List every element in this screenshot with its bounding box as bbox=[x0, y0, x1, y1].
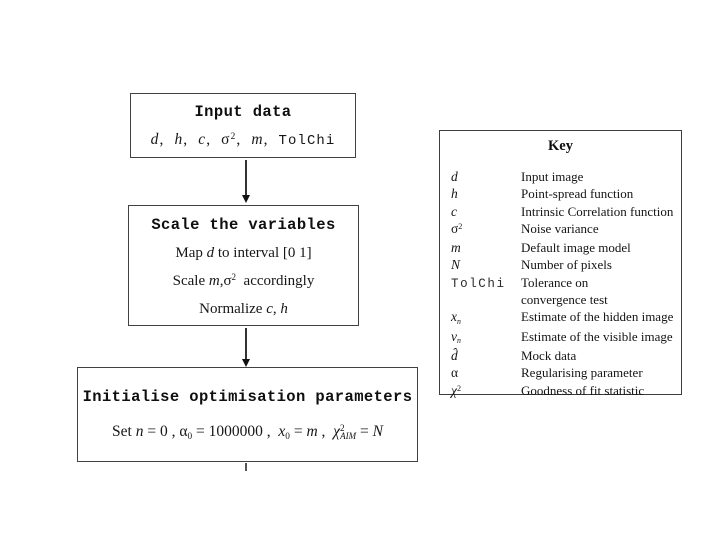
key-symbol: σ2 bbox=[451, 220, 463, 236]
key-description: Noise variance bbox=[521, 220, 599, 236]
key-entries: d Input image h Point-spread function c … bbox=[440, 168, 681, 401]
key-entry: xn Estimate of the hidden image bbox=[451, 308, 681, 327]
key-symbol: N bbox=[451, 257, 461, 273]
key-description: Intrinsic Correlation function bbox=[521, 203, 674, 219]
key-description: Estimate of the visible image bbox=[521, 328, 673, 344]
key-entry: d̂ Mock data bbox=[451, 347, 681, 364]
key-symbol: χ2 bbox=[451, 382, 461, 398]
key-symbol: TolChi bbox=[451, 276, 506, 291]
key-entry: χ2 Goodness of fit statistic bbox=[451, 382, 681, 401]
flow-arrow-down-2 bbox=[245, 328, 247, 359]
key-title: Key bbox=[548, 138, 573, 154]
flow-box-line: d, h, c, σ2, m, TolChi bbox=[150, 131, 336, 150]
flow-box-input-data: Input data d, h, c, σ2, m, TolChi bbox=[130, 93, 356, 158]
key-symbol: c bbox=[451, 203, 457, 219]
flow-box-title: Scale the variables bbox=[151, 216, 336, 234]
key-entry: c Intrinsic Correlation function bbox=[451, 203, 681, 220]
key-symbol: d bbox=[451, 169, 458, 184]
key-symbol: d̂ bbox=[451, 347, 458, 363]
flow-box-scale-variables: Scale the variables Map d to interval [0… bbox=[128, 205, 359, 326]
key-entry: N Number of pixels bbox=[451, 256, 681, 273]
key-description: Default image model bbox=[521, 240, 631, 256]
key-entry: m Default image model bbox=[451, 239, 681, 256]
key-panel: Key d Input image h Point-spread functio… bbox=[439, 130, 682, 398]
key-symbol: m bbox=[451, 240, 461, 256]
key-entry: d Input image bbox=[451, 168, 681, 185]
flow-box-line: Map d to interval [0 1] bbox=[175, 245, 312, 262]
flow-box-initialise-parameters: Initialise optimisation parameters Set n… bbox=[77, 367, 418, 462]
key-symbol: h bbox=[451, 186, 458, 202]
key-entry: α Regularising parameter bbox=[451, 364, 681, 381]
flow-box-title: Input data bbox=[194, 103, 292, 121]
flow-box-line: Set n = 0 , α0 = 1000000 , x0 = m , χ2AI… bbox=[112, 423, 383, 442]
flow-connector-stub bbox=[245, 463, 247, 471]
flow-box-title: Initialise optimisation parameters bbox=[82, 388, 413, 406]
key-description: Point-spread function bbox=[521, 186, 634, 202]
key-symbol: α bbox=[451, 365, 459, 381]
key-symbol: xn bbox=[451, 309, 461, 326]
key-description: Estimate of the hidden image bbox=[521, 309, 674, 325]
key-entry: vn Estimate of the visible image bbox=[451, 328, 681, 347]
key-entry: σ2 Noise variance bbox=[451, 220, 681, 239]
flow-box-line: Normalize c, h bbox=[199, 301, 288, 318]
key-description: Input image bbox=[521, 169, 584, 184]
flow-box-line: Scale m,σ2 accordingly bbox=[172, 272, 315, 289]
flow-arrow-down-1 bbox=[245, 160, 247, 195]
key-description: Regularising parameter bbox=[521, 365, 643, 381]
key-description: Goodness of fit statistic bbox=[521, 382, 645, 398]
key-symbol: vn bbox=[451, 328, 461, 346]
key-description: Number of pixels bbox=[521, 257, 612, 273]
key-description: Mock data bbox=[521, 347, 577, 363]
key-entry: h Point-spread function bbox=[451, 185, 681, 202]
